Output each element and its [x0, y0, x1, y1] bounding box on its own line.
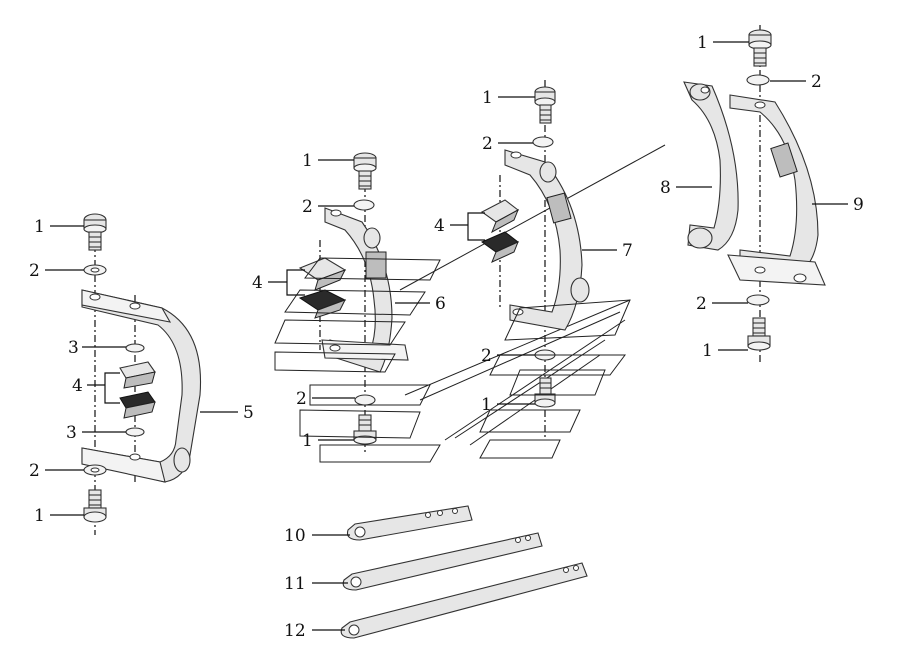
center-assembly	[479, 80, 631, 459]
callout-12: 12	[284, 621, 306, 641]
callout-11: 11	[284, 574, 306, 594]
callout-2-left-bottom: 2	[29, 461, 40, 481]
wrench-part-10	[346, 505, 473, 541]
callout-1-right-top: 1	[697, 33, 708, 53]
u-bracket-part-5	[81, 289, 202, 483]
half-ring-part-8	[683, 81, 739, 251]
callout-leaders	[45, 41, 848, 631]
clip-4-center-upper	[480, 199, 520, 234]
spacer-3-top	[125, 343, 145, 353]
callout-1-mid-bottom: 1	[302, 431, 313, 451]
left-assembly	[81, 213, 202, 535]
callout-4-center: 4	[434, 216, 445, 236]
bolt-right-top	[748, 29, 772, 67]
washer-mid-bottom	[354, 394, 376, 406]
washer-right-top	[746, 74, 770, 86]
callout-2-mid-bottom: 2	[296, 389, 307, 409]
bolt-right-bottom	[747, 317, 771, 351]
washer-right-bottom	[746, 294, 770, 306]
callout-1-left-top: 1	[34, 217, 45, 237]
callout-3-left-top: 3	[68, 338, 79, 358]
callout-1-left-bottom: 1	[34, 506, 45, 526]
callout-9: 9	[853, 195, 864, 215]
callout-6: 6	[435, 294, 446, 314]
clip-4-left-upper	[119, 361, 156, 389]
curved-bracket-part-9	[727, 94, 826, 286]
callout-3-left-bottom: 3	[66, 423, 77, 443]
callout-1-center-top: 1	[482, 88, 493, 108]
bolt-center-bottom	[534, 377, 556, 408]
callout-2-center-bottom: 2	[481, 346, 492, 366]
callout-10: 10	[284, 526, 306, 546]
wrench-part-11	[342, 532, 543, 591]
washer-mid-top	[353, 199, 375, 211]
clip-4-mid-upper	[298, 257, 347, 291]
callout-8: 8	[660, 178, 671, 198]
callout-7: 7	[622, 241, 633, 261]
callout-2-center-top: 2	[482, 134, 493, 154]
bolt-top-left	[83, 213, 107, 251]
curved-bracket-part-7	[504, 149, 590, 331]
clip-4-left-lower	[119, 391, 156, 419]
callout-5: 5	[243, 403, 254, 423]
wrench-part-12	[340, 562, 588, 639]
callout-1-center-bottom: 1	[481, 395, 492, 415]
callout-4-left: 4	[72, 376, 83, 396]
clip-4-center-lower	[480, 231, 519, 263]
callout-1-mid-top: 1	[302, 151, 313, 171]
callout-1-right-bottom: 1	[702, 341, 713, 361]
washer-center-top	[532, 136, 554, 148]
right-assembly	[683, 25, 826, 365]
callout-2-left-top: 2	[29, 261, 40, 281]
callout-2-right-bottom: 2	[696, 294, 707, 314]
mid-left-assembly	[274, 152, 441, 463]
callout-2-mid-top: 2	[302, 197, 313, 217]
bolt-mid-top	[353, 152, 377, 190]
bolt-center-top	[534, 86, 556, 124]
callout-labels: 1 2 3 4 3 2 1 5 1 2 4 6 2 1 1 2 4 7 2 1 …	[29, 33, 864, 641]
callout-2-right-top: 2	[811, 72, 822, 92]
bolt-bottom-left	[83, 489, 107, 523]
callout-4-mid: 4	[252, 273, 263, 293]
spacer-3-bottom	[125, 427, 145, 437]
gasket-outlines-center	[479, 299, 631, 459]
gasket-outlines-mid	[274, 257, 441, 463]
bolt-mid-bottom	[353, 414, 377, 445]
clip-4-mid-lower	[298, 289, 347, 319]
